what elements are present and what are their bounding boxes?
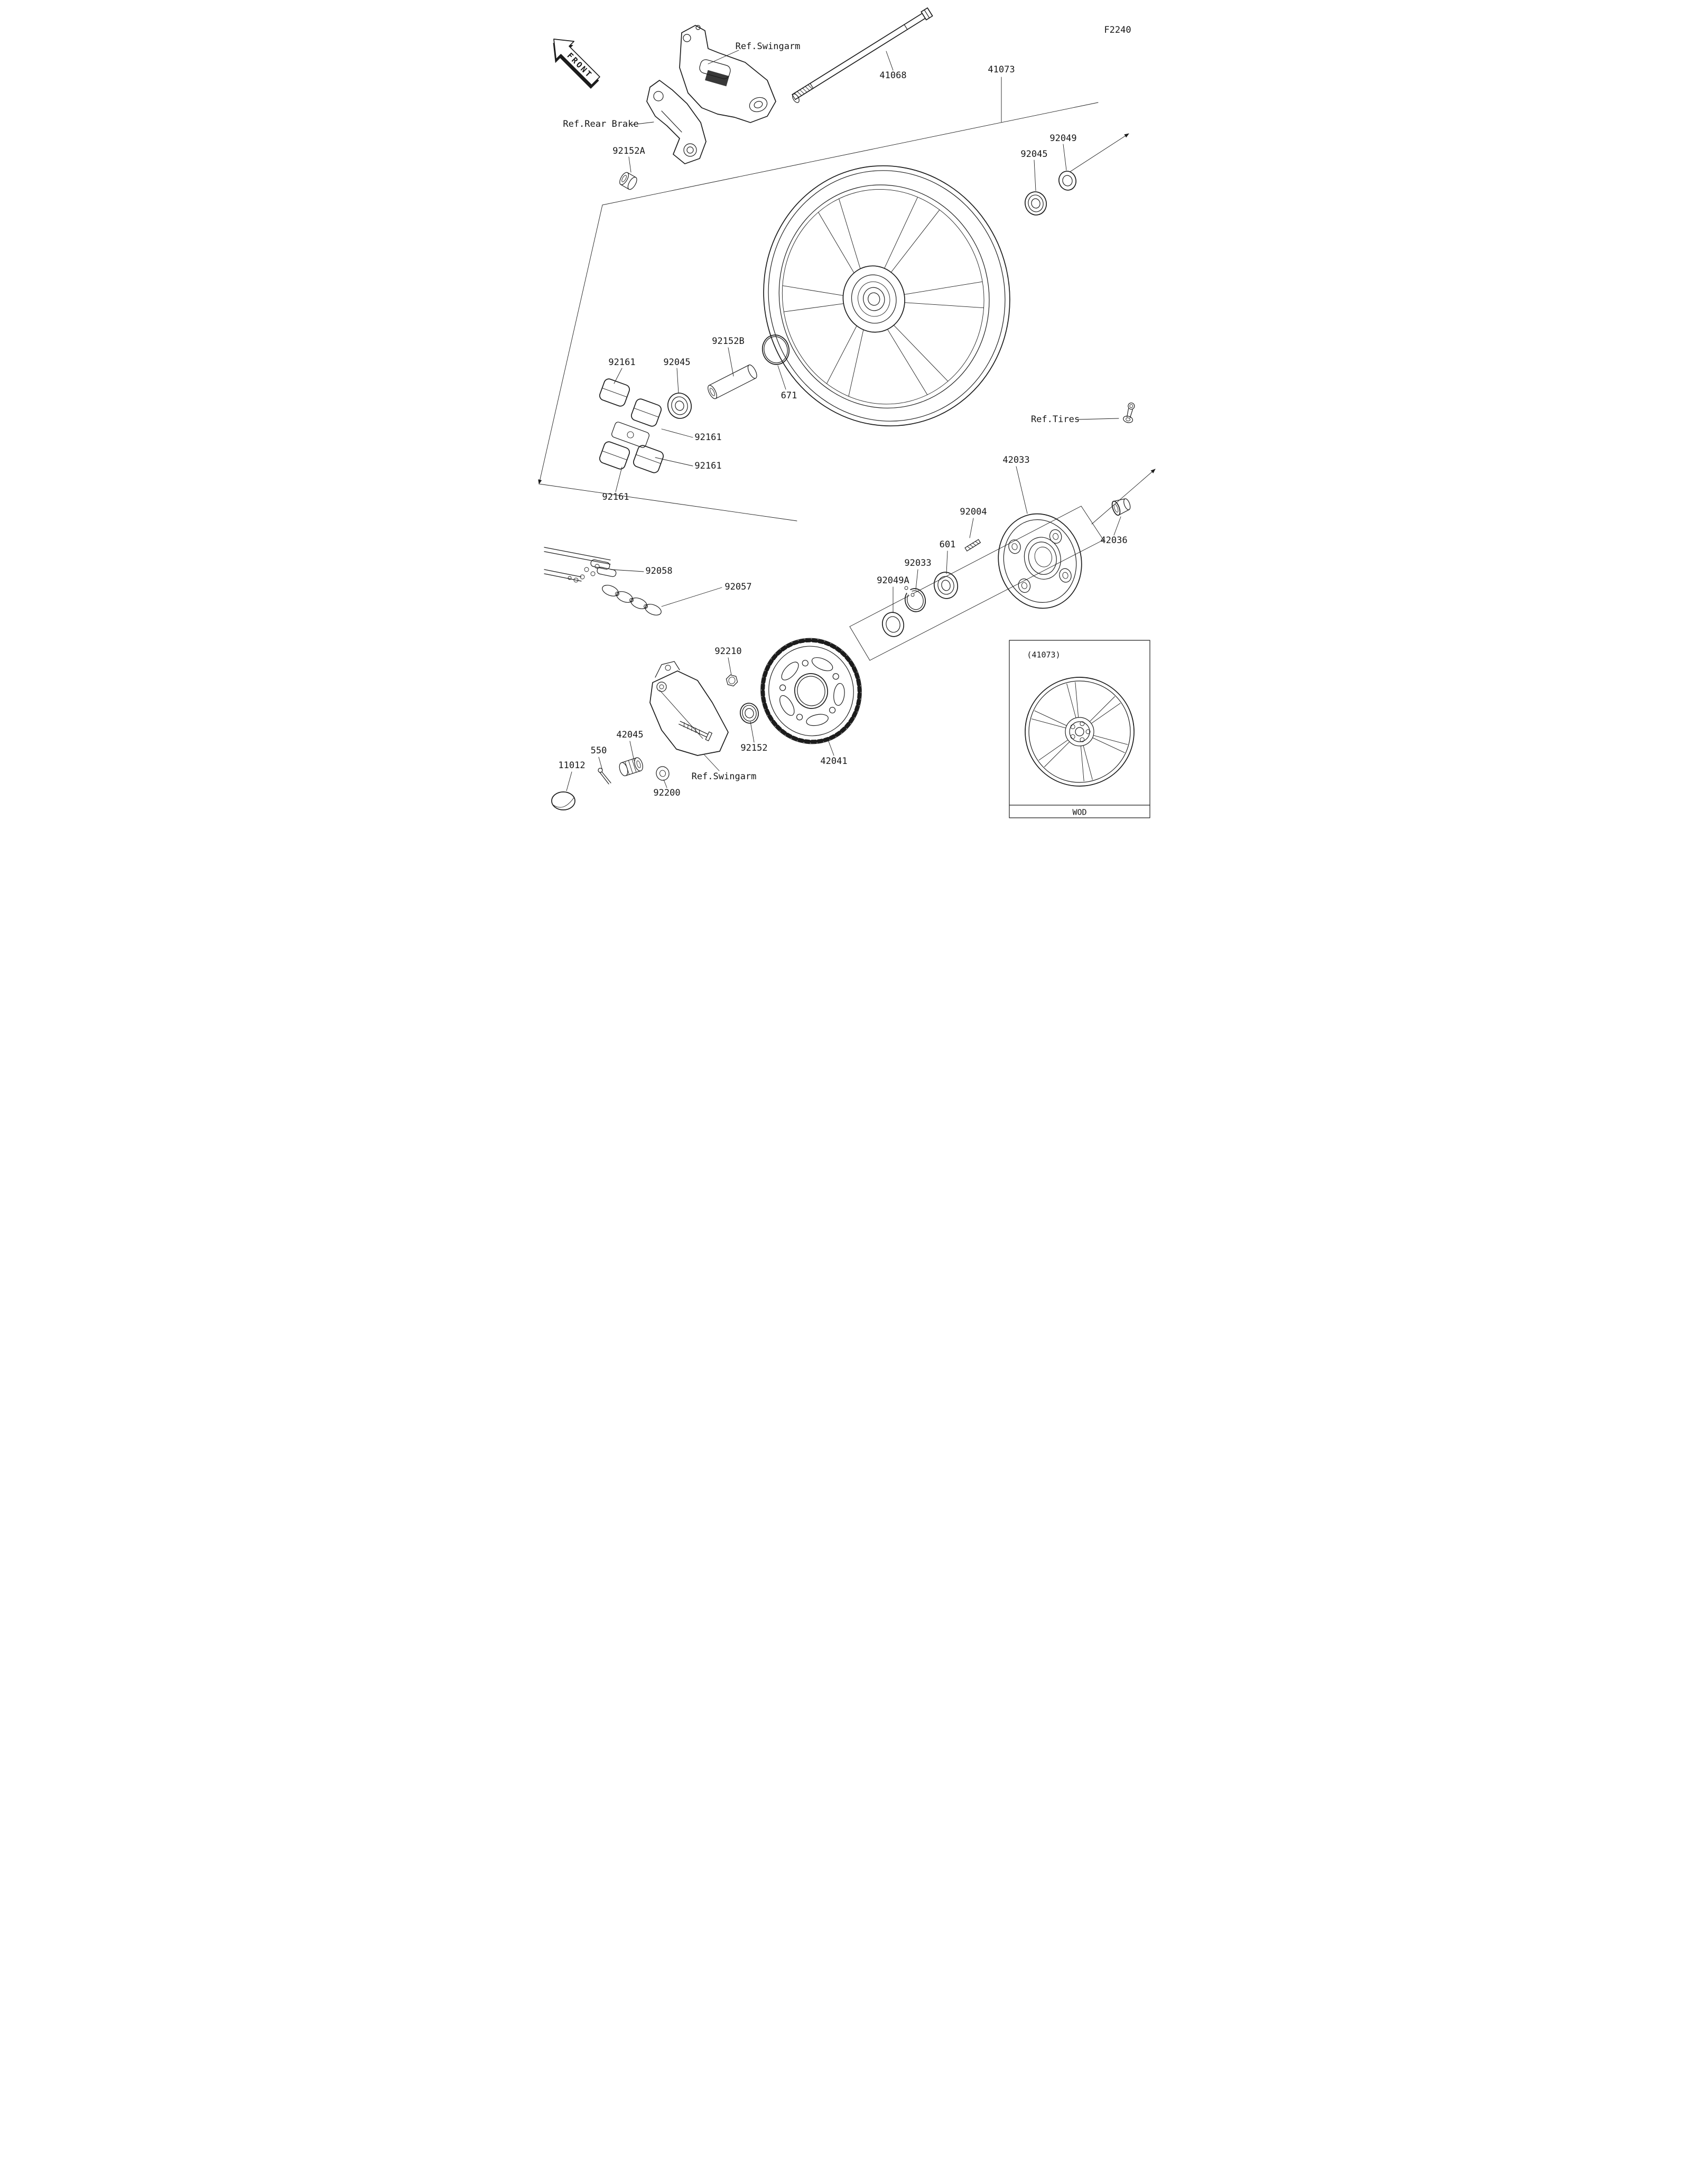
oring-671-drawing (761, 334, 790, 365)
bearing-92045-right-drawing (1025, 191, 1047, 216)
callout-damper-92161-4: 92161 (602, 492, 629, 502)
cap-11012-drawing (551, 791, 575, 810)
coupling-42033-drawing (998, 513, 1082, 609)
wheel-spoke (1090, 696, 1115, 722)
seal-92049-drawing (1058, 171, 1076, 191)
wheel-spoke (1075, 682, 1079, 717)
chain-joint-92058-drawing (544, 547, 617, 583)
wheel-spoke (839, 198, 861, 269)
callout-coupling-42033: 42033 (1002, 455, 1029, 465)
wheel-spoke (1044, 742, 1070, 767)
circlip-92033-drawing (903, 585, 926, 612)
collar-92152a-drawing (619, 172, 637, 190)
ref-swingarm-bottom: Ref.Swingarm (692, 771, 757, 782)
wheel-spoke (1034, 710, 1067, 726)
callout-circlip-92033: 92033 (904, 558, 931, 568)
nut-92210-drawing (726, 674, 738, 687)
callout-bearing-92045-left: 92045 (663, 357, 690, 368)
callout-bearing-92045-right: 92045 (1020, 149, 1047, 160)
pin-550-drawing (598, 768, 611, 785)
wheel-spoke (783, 303, 844, 312)
seal-92049a-drawing (881, 612, 905, 637)
inset-wheel-spokes (1031, 682, 1128, 782)
callout-collar-92152: 92152 (740, 743, 767, 753)
wheel-spoke (1091, 703, 1121, 724)
callout-washer-92200: 92200 (653, 788, 680, 798)
rear-brake-bracket (646, 80, 707, 164)
callout-labels: F2240 Ref.Swingarm Ref.Rear Brake Ref.Ti… (558, 25, 1131, 798)
front-arrow-body (553, 39, 600, 86)
damper-set-drawing (599, 378, 664, 473)
wheel-spoke (904, 302, 984, 309)
inset-wheel-drawing (1025, 677, 1135, 787)
wheel-spoke (1080, 746, 1084, 782)
callout-seal-92049: 92049 (1049, 133, 1076, 144)
callout-oring-671: 671 (781, 390, 797, 401)
leader-lines (566, 50, 1121, 791)
axle-washer (792, 94, 800, 103)
wheel-spoke (782, 285, 844, 296)
washer-92200-drawing (656, 766, 670, 781)
ref-tires: Ref.Tires (1031, 414, 1080, 425)
front-arrow: FRONT (553, 39, 600, 89)
bearing-601-drawing (933, 572, 959, 599)
valve-stem-drawing (1123, 402, 1135, 423)
inset-wheel-box: (41073) WOD (1009, 640, 1150, 818)
ref-swingarm-top: Ref.Swingarm (736, 41, 801, 52)
rear-wheel-drawing (763, 165, 1010, 426)
stud-92004-drawing (964, 539, 981, 552)
callout-collar-92152a: 92152A (612, 146, 645, 156)
wheel-spoke (887, 329, 928, 395)
figure-code: F2240 (1104, 25, 1131, 35)
ref-rear-brake: Ref.Rear Brake (563, 119, 638, 129)
chain-92057-drawing (602, 585, 662, 615)
callout-wheel-41073: 41073 (988, 64, 1015, 75)
wheel-spoke (1066, 683, 1076, 718)
callout-seal-92049a: 92049A (877, 575, 909, 586)
swingarm-end-drawing (649, 661, 729, 756)
cap-42036-drawing (1111, 498, 1131, 516)
callout-damper-92161-1: 92161 (608, 357, 635, 368)
wheel-spoke (890, 209, 940, 273)
wheel-spokes (782, 197, 984, 397)
callout-sleeve-92152b: 92152B (712, 336, 744, 347)
swingarm-bracket-top (679, 25, 776, 123)
wheel-spoke (1038, 740, 1068, 761)
wheel-spoke (1031, 718, 1066, 729)
wheel-spoke (1093, 735, 1128, 745)
callout-sprocket-42041: 42041 (820, 756, 847, 767)
collar-92152-drawing (740, 703, 759, 724)
wheel-spoke (884, 197, 918, 269)
bearing-92045-left-drawing (667, 393, 692, 419)
callout-joint-chain-92058: 92058 (645, 566, 672, 576)
callout-damper-92161-2: 92161 (694, 432, 721, 443)
callout-cap-11012: 11012 (558, 760, 585, 771)
wheel-spoke (904, 281, 983, 295)
wheel-spoke (818, 212, 854, 274)
sprocket-42041-drawing (760, 638, 862, 744)
sleeve-92152b-drawing (708, 365, 757, 399)
wheel-spoke (826, 325, 857, 384)
wheel-spoke (893, 325, 949, 382)
inset-title: (41073) (1027, 650, 1060, 660)
wheel-spoke (848, 329, 864, 397)
callout-stud-92004: 92004 (960, 507, 987, 517)
callout-nut-92210: 92210 (714, 646, 741, 657)
inset-code: WOD (1072, 808, 1086, 817)
callout-chain-92057: 92057 (724, 582, 751, 592)
callout-adjuster-42045: 42045 (616, 730, 643, 740)
parts-diagram: FRONT (523, 0, 1168, 833)
callout-damper-92161-3: 92161 (694, 461, 721, 471)
group-outline-lines (538, 102, 1156, 661)
parts-catalog-page: FRONT (523, 0, 1168, 833)
axle-drawing (792, 7, 933, 100)
callout-pin-550: 550 (591, 745, 607, 756)
wheel-spoke (1092, 738, 1125, 753)
callout-bearing-601: 601 (940, 539, 956, 550)
callout-axle-41068: 41068 (879, 70, 906, 81)
callout-cap-42036: 42036 (1100, 535, 1127, 546)
wheel-spoke (1083, 745, 1093, 780)
adjuster-42045-drawing (619, 757, 643, 777)
